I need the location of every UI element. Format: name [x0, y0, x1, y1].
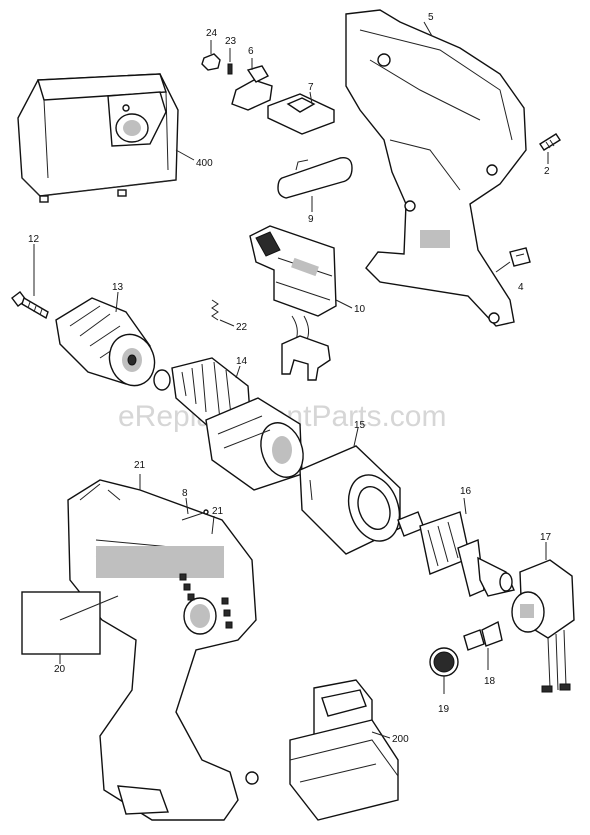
label-13: 13 — [112, 282, 124, 293]
label-21a: 21 — [134, 460, 146, 471]
part-14-gear-assembly[interactable] — [153, 357, 310, 491]
part-23-spring[interactable] — [227, 63, 233, 75]
part-4-bracket[interactable] — [509, 247, 531, 267]
label-21b: 21 — [212, 506, 224, 517]
label-23: 23 — [225, 36, 237, 47]
part-20-name-plate[interactable] — [21, 591, 101, 655]
label-19: 19 — [438, 704, 450, 715]
part-7-cover-plate[interactable] — [267, 93, 335, 135]
label-17: 17 — [540, 532, 552, 543]
part-5-housing[interactable] — [345, 9, 527, 327]
part-8-pin[interactable] — [181, 509, 209, 521]
label-24: 24 — [206, 28, 218, 39]
label-7: 7 — [308, 82, 314, 93]
label-18: 18 — [484, 676, 496, 687]
part-9-switch-knob[interactable] — [277, 157, 353, 199]
part-22-spring[interactable] — [211, 299, 219, 321]
label-5: 5 — [428, 12, 434, 23]
label-6: 6 — [248, 46, 254, 57]
label-22: 22 — [236, 322, 248, 333]
part-6-switch-lever[interactable] — [231, 65, 273, 111]
label-9: 9 — [308, 214, 314, 225]
label-16: 16 — [460, 486, 472, 497]
part-24-clip[interactable] — [201, 53, 221, 71]
label-200: 200 — [392, 734, 409, 745]
part-21-housing-left[interactable] — [67, 479, 259, 821]
part-18-carbon-brush[interactable] — [463, 620, 503, 651]
part-10-switch[interactable] — [249, 225, 337, 381]
label-2: 2 — [544, 166, 550, 177]
part-15-yoke[interactable] — [299, 445, 408, 555]
part-200-battery[interactable] — [289, 679, 399, 821]
part-13-chuck[interactable] — [55, 297, 162, 392]
part-12-bolt[interactable] — [11, 291, 49, 320]
part-400-charger[interactable] — [17, 73, 179, 203]
part-16-armature[interactable] — [397, 511, 515, 597]
part-17-brush-holder[interactable] — [511, 559, 575, 693]
label-12: 12 — [28, 234, 40, 245]
part-2-screw[interactable] — [539, 133, 561, 151]
label-15: 15 — [354, 420, 366, 431]
label-8: 8 — [182, 488, 188, 499]
label-14: 14 — [236, 356, 248, 367]
label-400: 400 — [196, 158, 213, 169]
label-20: 20 — [54, 664, 66, 675]
label-4: 4 — [518, 282, 524, 293]
part-19-brush-cap[interactable] — [429, 647, 459, 677]
label-10: 10 — [354, 304, 366, 315]
